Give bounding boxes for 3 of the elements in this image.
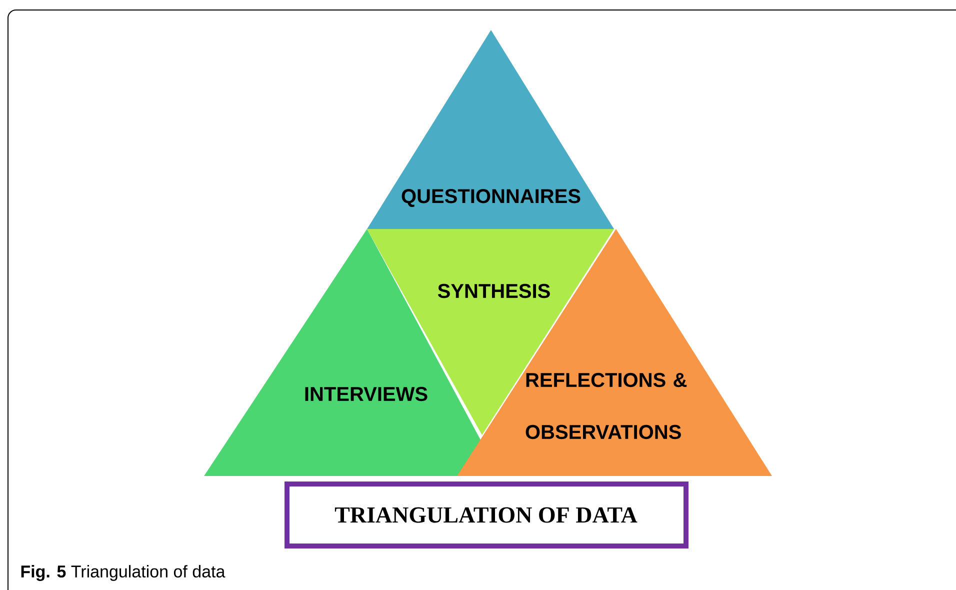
title-box: TRIANGULATION OF DATA: [284, 482, 688, 548]
caption: Fig. 5 Triangulation of data: [21, 565, 226, 581]
triangle: QUESTIONNAIRES: [367, 30, 614, 229]
